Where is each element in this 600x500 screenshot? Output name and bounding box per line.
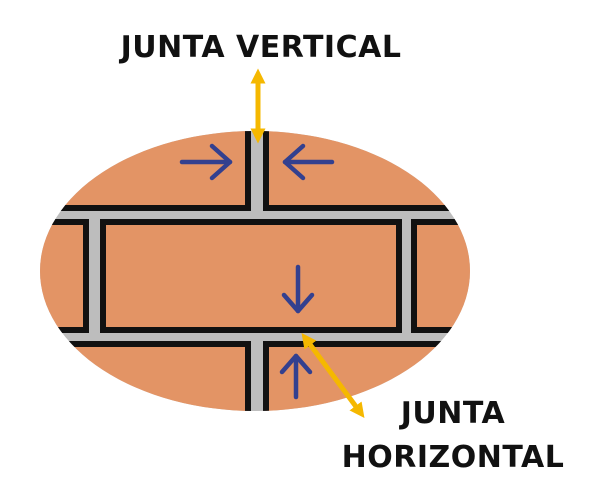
label-vertical-joint: JUNTA VERTICAL	[120, 30, 402, 65]
compression-arrow-right	[282, 143, 335, 181]
compression-arrow-left	[179, 143, 233, 181]
compression-arrow-top	[281, 264, 315, 314]
brick-bottom-left	[40, 341, 251, 411]
label-horizontal-joint: JUNTA HORIZONTAL	[318, 392, 588, 480]
brick-top-left	[40, 131, 251, 211]
brick-middle-left	[40, 219, 89, 333]
double-arrow-icon	[250, 68, 365, 419]
label-horizontal-joint-line2: HORIZONTAL	[341, 440, 565, 475]
brick-middle-center	[100, 219, 402, 333]
brick-top-right	[263, 131, 470, 211]
pointer-horizontal-joint	[301, 332, 365, 419]
label-horizontal-joint-line1: JUNTA	[400, 396, 506, 431]
brick-middle-right	[411, 219, 470, 333]
